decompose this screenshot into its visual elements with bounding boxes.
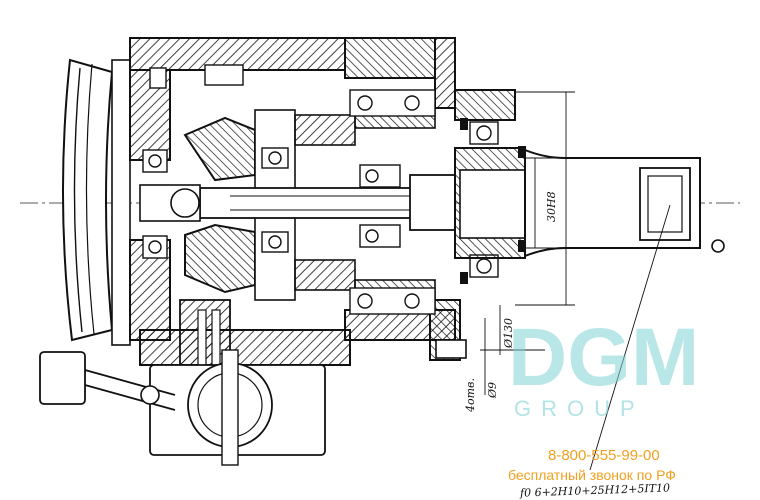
output-spindle bbox=[454, 118, 725, 284]
dim-flange-label: Ø130 bbox=[502, 318, 515, 349]
watermark-logo: DGM bbox=[508, 312, 699, 403]
bearings bbox=[142, 64, 499, 315]
dimension-lines bbox=[480, 91, 671, 471]
dim-holes-count-label: 4отв. bbox=[464, 378, 477, 413]
fixing-screw bbox=[435, 339, 467, 359]
watermark-sub: GROUP bbox=[514, 396, 645, 421]
main-shaft bbox=[139, 174, 456, 231]
handwheel bbox=[61, 58, 131, 346]
dim-holes-dia-label: Ø9 bbox=[486, 382, 499, 399]
dim-bore-label: 30H8 bbox=[545, 191, 558, 222]
watermark-tollfree: бесплатный звонок по РФ bbox=[508, 467, 676, 483]
housing bbox=[129, 37, 516, 366]
watermark-phone: 8-800-555-99-00 bbox=[548, 447, 660, 464]
lever-mechanism bbox=[39, 299, 326, 466]
